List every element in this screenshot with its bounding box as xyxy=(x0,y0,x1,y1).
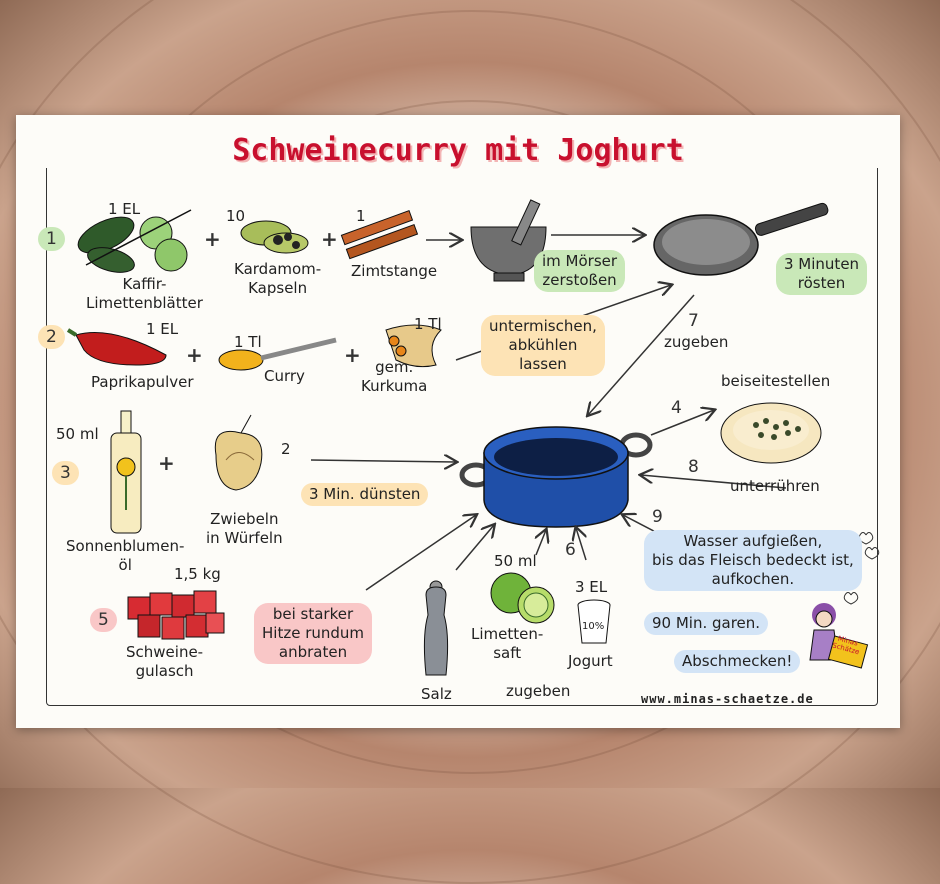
step-4-number: 4 xyxy=(671,398,682,418)
curry-quantity: 1 Tl xyxy=(234,333,262,351)
turmeric-icon xyxy=(385,324,442,368)
plus-sign: + xyxy=(204,227,221,251)
cooking-pot-icon xyxy=(459,426,653,528)
salt-mill-icon xyxy=(423,580,449,676)
illustration-layer xyxy=(66,199,880,676)
onion-quantity: 2 xyxy=(281,440,291,458)
kaffir-lime-leaves-icon xyxy=(77,209,192,273)
plus-sign: + xyxy=(321,227,338,251)
step-6-number: 6 xyxy=(565,540,576,560)
pork-goulash-icon xyxy=(127,590,225,640)
onion-label: Zwiebeln in Würfeln xyxy=(206,510,283,547)
turmeric-quantity: 1 Tl xyxy=(414,315,442,333)
sear-action: bei starker Hitze rundum anbraten xyxy=(254,603,373,664)
step-2-number: 2 xyxy=(38,325,65,349)
cinnamon-icon xyxy=(340,210,419,260)
yogurt-quantity: 3 EL xyxy=(575,578,608,596)
mortar-icon xyxy=(470,199,547,282)
website-url: www.minas-schaetze.de xyxy=(641,692,814,706)
oil-label: Sonnenblumen- öl xyxy=(66,537,185,574)
step-3-number: 3 xyxy=(52,461,79,485)
paprika-icon xyxy=(66,328,167,366)
curry-spoon-icon xyxy=(218,337,337,371)
recipe-title: Schweinecurry mit Joghurt xyxy=(16,133,900,168)
step-1-number: 1 xyxy=(38,227,65,251)
cardamom-icon xyxy=(240,220,309,254)
salt-label: Salz xyxy=(421,685,452,703)
step-9-number: 9 xyxy=(652,507,663,527)
plus-sign: + xyxy=(158,451,175,475)
title-text: Schweinecurry mit Joghurt xyxy=(218,133,698,168)
cinnamon-quantity: 1 xyxy=(356,207,366,225)
pork-label: Schweine- gulasch xyxy=(126,643,204,680)
cinnamon-label: Zimtstange xyxy=(351,262,438,280)
step-8-number: 8 xyxy=(688,457,699,477)
plate-with-spices-icon xyxy=(720,402,822,464)
add-water-action: Wasser aufgießen, bis das Fleisch bedeck… xyxy=(644,530,862,591)
frying-pan-icon xyxy=(653,202,829,276)
step-5-number: 5 xyxy=(90,608,117,632)
yogurt-cup-icon xyxy=(577,599,611,644)
lime-leaves-label: Kaffir- Limettenblätter xyxy=(86,275,203,312)
oil-quantity: 50 ml xyxy=(56,425,99,443)
recipe-card: Schweinecurry mit Joghurt xyxy=(16,115,900,728)
stir-in-action: unterrühren xyxy=(730,477,820,495)
plus-sign: + xyxy=(344,343,361,367)
lime-icon xyxy=(490,572,555,624)
curry-label: Curry xyxy=(264,367,305,385)
lime-juice-label: Limetten- saft xyxy=(471,625,544,662)
plus-sign: + xyxy=(186,343,203,367)
simmer-action: 90 Min. garen. xyxy=(644,612,769,635)
paprika-label: Paprikapulver xyxy=(91,373,194,391)
minas-schaetze-logo xyxy=(809,532,880,669)
step-7-number: 7 xyxy=(688,311,699,331)
mortar-action: im Mörser zerstoßen xyxy=(534,250,626,292)
paprika-quantity: 1 EL xyxy=(146,320,179,338)
add-bottom-action: zugeben xyxy=(506,682,571,700)
pork-quantity: 1,5 kg xyxy=(174,565,221,583)
season-action: Abschmecken! xyxy=(674,650,801,673)
add-step-7-action: zugeben xyxy=(664,333,729,351)
lime-juice-quantity: 50 ml xyxy=(494,552,537,570)
cardamom-label: Kardamom- Kapseln xyxy=(234,260,322,297)
lime-leaves-quantity: 1 EL xyxy=(108,200,141,218)
yogurt-label: Jogurt xyxy=(568,652,613,670)
turmeric-label: gem. Kurkuma xyxy=(361,358,428,395)
set-aside-action: beiseitestellen xyxy=(721,372,831,390)
mix-cool-action: untermischen, abkühlen lassen xyxy=(481,315,605,376)
roast-action: 3 Minuten rösten xyxy=(776,253,868,295)
cardamom-quantity: 10 xyxy=(226,207,246,225)
onion-icon xyxy=(214,414,263,491)
sunflower-oil-bottle-icon xyxy=(110,410,142,534)
yogurt-percent-label: 10% xyxy=(582,621,605,632)
saute-action: 3 Min. dünsten xyxy=(301,483,429,506)
